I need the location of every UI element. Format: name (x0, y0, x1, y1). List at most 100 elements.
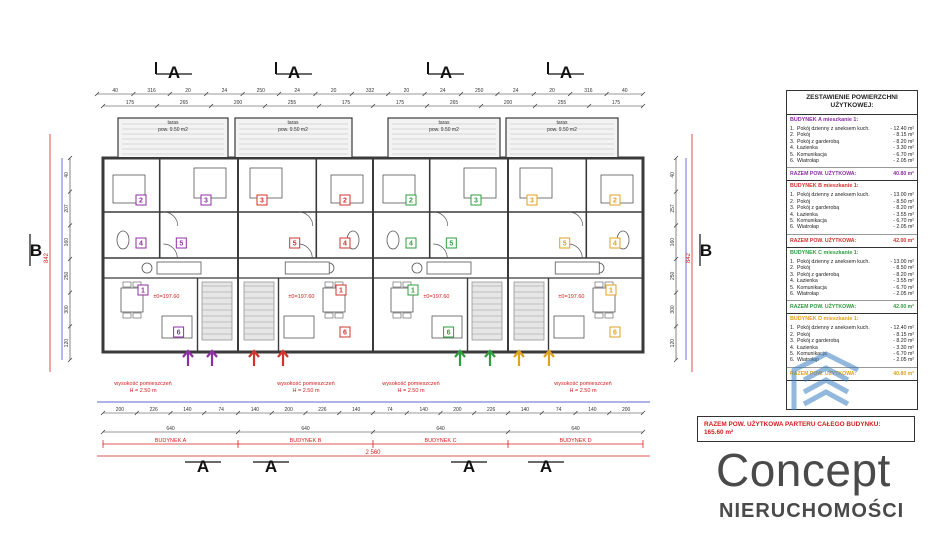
chair (402, 312, 412, 319)
top-dimension: 200 (234, 100, 243, 106)
bed (463, 167, 497, 199)
summary-row: 2.Pokój- 8.50 m² (790, 199, 914, 205)
summary-cell-n: 2. (790, 331, 795, 338)
dimension-tick (673, 290, 679, 295)
chair (334, 312, 344, 319)
dimension-tick (424, 103, 430, 109)
bottom-dimension: 200 (622, 407, 631, 413)
building-label: BUDYNEK A (155, 438, 187, 444)
summary-cell-n: 3. (790, 271, 795, 278)
summary-cell-value: - 12.40 m² (890, 325, 914, 332)
top-dimension: 20 (404, 88, 410, 94)
room-number: 1 (609, 288, 613, 295)
summary-cell-n: 1. (790, 126, 795, 132)
height-label: wysokość pomieszczeń (113, 381, 171, 387)
dimension-tick (67, 256, 73, 262)
summary-row: 1.Pokój dzienny z aneksem kuch.- 13.00 m… (790, 192, 914, 198)
terrace (387, 117, 501, 159)
summary-sum-value: 42.00 m² (893, 237, 914, 244)
section-marker-a: A (288, 63, 300, 82)
dimension-tick (673, 189, 679, 194)
room-badge (609, 326, 621, 338)
summary-sum-value: 40.80 m² (893, 171, 914, 178)
dimension-tick (67, 290, 73, 295)
door-swing (298, 243, 313, 259)
summary-section-heading: BUDYNEK A mieszkanie 1: (790, 117, 859, 123)
room-badge (135, 237, 147, 249)
summary-title: ZESTAWIENIE POWIERZCHNI UŻYTKOWEJ: (787, 91, 917, 115)
chair (392, 312, 402, 319)
dimension-tick (422, 91, 427, 97)
top-dimension: 255 (558, 100, 567, 106)
room-badge (175, 237, 187, 249)
top-dimension: 265 (180, 100, 189, 106)
summary-cell-label: Pokój dzienny z aneksem kuch. (797, 325, 870, 332)
terrace-area: pow. 9.50 m2 (547, 127, 577, 133)
top-dimension: 20 (331, 88, 337, 94)
left-dimension: 250 (64, 271, 70, 280)
summary-cell-value: - 8.20 m² (893, 138, 914, 145)
room-number: 3 (474, 198, 478, 205)
summary-cell-value: - 8.15 m² (893, 132, 914, 139)
bottom-dimension: 74 (387, 407, 393, 413)
toilet (386, 230, 400, 250)
dimension-tick (67, 324, 73, 329)
entrance-arrow (513, 349, 525, 366)
room-number: 2 (409, 198, 413, 205)
room-number: 4 (409, 241, 413, 248)
summary-cell-n: 5. (790, 218, 795, 225)
summary-cell-n: 3. (790, 205, 795, 212)
bottom-dimension: 140 (588, 407, 597, 413)
dimension-tick (673, 155, 679, 161)
summary-cell-value: - 2.05 m² (893, 290, 914, 297)
summary-row: 2.Pokój- 8.15 m² (790, 132, 914, 138)
room-badge (339, 326, 351, 338)
summary-section: BUDYNEK A mieszkanie 1:1.Pokój dzienny z… (787, 115, 917, 169)
summary-cell-label: Komunikacja (797, 284, 827, 291)
stair (243, 281, 275, 341)
left-dimension: 207 (64, 204, 70, 213)
area-summary-panel: ZESTAWIENIE POWIERZCHNI UŻYTKOWEJ: BUDYN… (786, 90, 918, 410)
top-dimension: 24 (222, 88, 228, 94)
terrace-area: pow. 9.50 m2 (158, 127, 188, 133)
room-number: 5 (179, 241, 183, 248)
stair (471, 281, 503, 341)
total-area-label: RAZEM POW. UŻYTKOWA PARTERU CAŁEGO BUDYN… (704, 421, 881, 428)
room-number: 6 (343, 330, 347, 337)
summary-cell-n: 6. (790, 290, 795, 297)
summary-cell-label: Pokój (797, 265, 810, 272)
summary-row: 1.Pokój dzienny z aneksem kuch.- 13.00 m… (790, 259, 914, 265)
dimension-tick (567, 91, 573, 97)
summary-cell-n: 6. (790, 357, 795, 364)
summary-sum-row: RAZEM POW. UŻYTKOWA:42.00 m² (787, 235, 917, 248)
summary-cell-n: 4. (790, 211, 795, 218)
chair (392, 281, 402, 288)
level-label: ±0=197.60 (288, 294, 314, 300)
summary-row: 1.Pokój dzienny z aneksem kuch.- 12.40 m… (790, 325, 914, 331)
summary-section-heading: BUDYNEK B mieszkanie 1: (790, 183, 859, 190)
summary-cell-value: - 6.70 m² (893, 218, 914, 225)
dimension-tick (532, 103, 538, 109)
entrance-arrow (248, 349, 260, 366)
sink (141, 262, 153, 274)
room-badge (200, 194, 212, 206)
right-dimension: 40 (670, 172, 676, 178)
left-dimension: 160 (64, 238, 70, 247)
dimension-tick (100, 103, 106, 109)
summary-cell-value: - 13.00 m² (890, 258, 914, 265)
summary-row: 4.Łazienka- 3.55 m² (790, 278, 914, 284)
dimension-tick (458, 91, 464, 97)
terrace-label: taras (438, 120, 450, 126)
bottom-dimension: 640 (301, 426, 310, 432)
door-swing (568, 211, 584, 227)
height-value: H = 2.50 m (129, 388, 156, 394)
right-dimension: 160 (670, 238, 676, 247)
bottom-dimension: 640 (436, 426, 445, 432)
dimension-tick (67, 223, 73, 228)
summary-row: 3.Pokój z garderobą- 8.20 m² (790, 205, 914, 211)
chair (122, 281, 132, 288)
summary-cell-value: - 8.20 m² (893, 338, 914, 345)
room-badge (445, 237, 457, 249)
